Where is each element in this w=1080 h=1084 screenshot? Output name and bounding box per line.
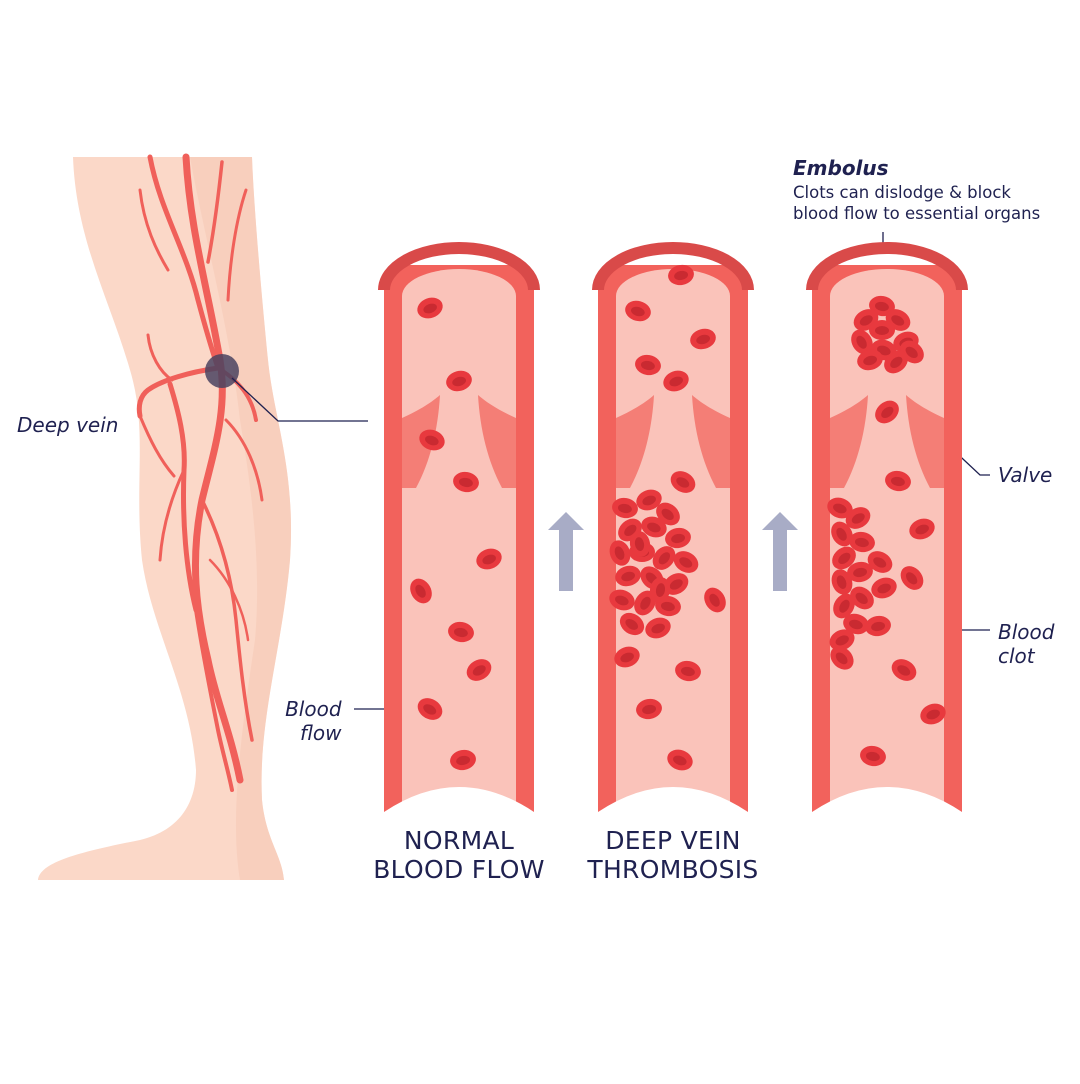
blood-clot-label: Blood clot [998, 620, 1054, 668]
blood-flow-label-line2: flow [300, 721, 342, 745]
blood-flow-label: Blood flow [284, 697, 342, 745]
deep-vein-label: Deep vein [17, 413, 119, 437]
caption-deep-vein-thrombosis: DEEP VEIN THROMBOSIS [568, 826, 778, 884]
deep-vein-leader [231, 377, 368, 422]
caption-normal-blood-flow: NORMAL BLOOD FLOW [354, 826, 564, 884]
leg-illustration [38, 153, 292, 880]
blood-clot-label-line1: Blood [998, 620, 1055, 644]
caption-dvt-line1: DEEP VEIN [605, 826, 741, 855]
caption-dvt-line2: THROMBOSIS [587, 855, 759, 884]
caption-normal-line1: NORMAL [403, 826, 515, 855]
vessel-embolus [806, 242, 968, 820]
embolus-title: Embolus [793, 156, 889, 180]
up-arrow-icon [762, 512, 798, 591]
caption-normal-line2: BLOOD FLOW [373, 855, 545, 884]
vein-valve-icon [830, 395, 944, 488]
valve-label: Valve [998, 463, 1053, 487]
leg-shadow [190, 157, 292, 880]
blood-flow-label-line1: Blood [285, 697, 342, 721]
up-arrow-icon [548, 512, 584, 591]
vessel-thrombosis [592, 242, 754, 820]
embolus-description: Clots can dislodge & block blood flow to… [793, 182, 1040, 224]
deep-vein-highlight [205, 354, 239, 388]
embolus-description-line2: blood flow to essential organs [793, 204, 1041, 223]
blood-clot-label-line2: clot [998, 644, 1035, 668]
vein-valve-icon [616, 395, 730, 488]
vein-network [136, 153, 264, 792]
vessel-normal [378, 242, 540, 820]
embolus-description-line1: Clots can dislodge & block [793, 183, 1011, 202]
